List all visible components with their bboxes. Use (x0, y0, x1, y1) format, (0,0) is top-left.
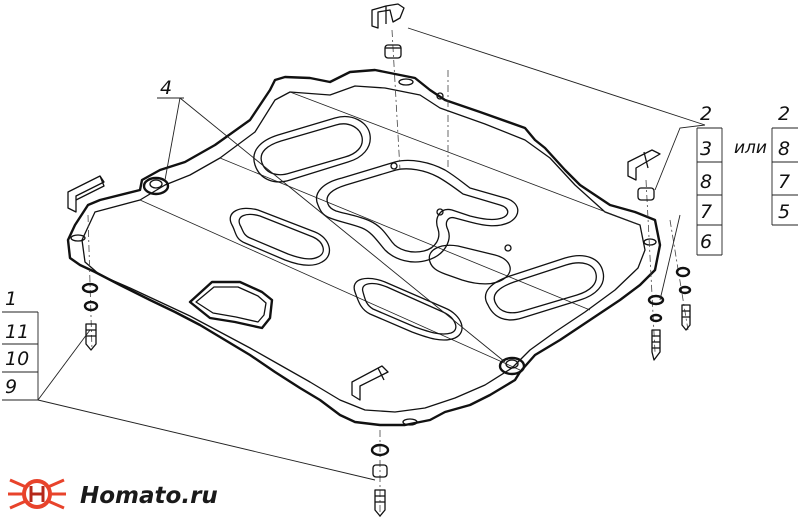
callout-right-1: 2 (700, 103, 712, 125)
fastener-right-a (637, 179, 665, 361)
callout-4: 4 (160, 77, 172, 99)
stamp-slot-4 (484, 255, 605, 321)
callout-alt-2: 8 (778, 138, 790, 160)
bracket-bottom (351, 365, 389, 401)
stamp-slot-4-inner (493, 262, 597, 314)
stamp-slot-3-inner (361, 282, 457, 335)
fastener-right-b (669, 219, 692, 331)
bend-line-mid (219, 157, 591, 311)
mount-slot (643, 238, 657, 246)
logo-text: Homato.ru (80, 483, 218, 509)
drain-hatch-inner (195, 286, 267, 323)
callout-right-2: 3 (700, 138, 712, 160)
callout-alt-3: 7 (778, 171, 790, 193)
hole (390, 162, 398, 170)
bracket-top (371, 3, 405, 29)
callout-right-3: 8 (700, 171, 712, 193)
stamp-slot-2 (229, 207, 331, 266)
mount-slot (398, 78, 414, 86)
callout-alt-1: 2 (778, 103, 790, 125)
hole (436, 208, 444, 216)
fastener-bottom (370, 430, 390, 520)
bracket-right (627, 149, 661, 181)
mount-slot (402, 418, 418, 426)
callout-left-1: 1 (5, 288, 17, 310)
callout-left-2: 11 (5, 321, 29, 343)
stamp-slot-1 (253, 116, 371, 183)
callout-stack-left: 1 11 10 9 (2, 288, 39, 401)
fastener-left (81, 214, 99, 351)
callout-stack-right: 2 3 8 7 6 (696, 103, 723, 256)
skid-plate (66, 68, 662, 427)
hole (504, 244, 512, 252)
plate-inner-edge (81, 85, 646, 413)
stamp-slot-2-inner (238, 213, 324, 260)
bend-line-left (139, 199, 521, 371)
callout-right-4: 7 (700, 201, 712, 223)
mount-slot (70, 234, 86, 242)
hole (436, 92, 444, 100)
grommet-left (142, 176, 170, 196)
stamp-slot-1-inner (260, 123, 363, 176)
callout-right-5: 6 (700, 231, 712, 253)
stamp-slot-3 (353, 277, 463, 341)
plate-outline (66, 68, 662, 427)
callout-alt-4: 5 (778, 201, 790, 223)
homato-logo: Homato.ru (8, 478, 218, 510)
serpentine-rib-lower (428, 244, 511, 285)
grommet-right (498, 356, 526, 376)
bracket-left (67, 175, 105, 213)
callout-stack-alt: 2 8 7 5 (771, 103, 798, 226)
alt-word: или (734, 138, 767, 158)
serpentine-rib (315, 159, 519, 263)
callout-left-4: 9 (5, 376, 17, 398)
leader-lines (37, 27, 706, 481)
drain-hatch (188, 280, 274, 330)
bend-line-top (289, 91, 641, 226)
fastener-top (384, 29, 402, 171)
homato-emblem-icon (8, 478, 66, 510)
callout-left-3: 10 (5, 348, 29, 370)
